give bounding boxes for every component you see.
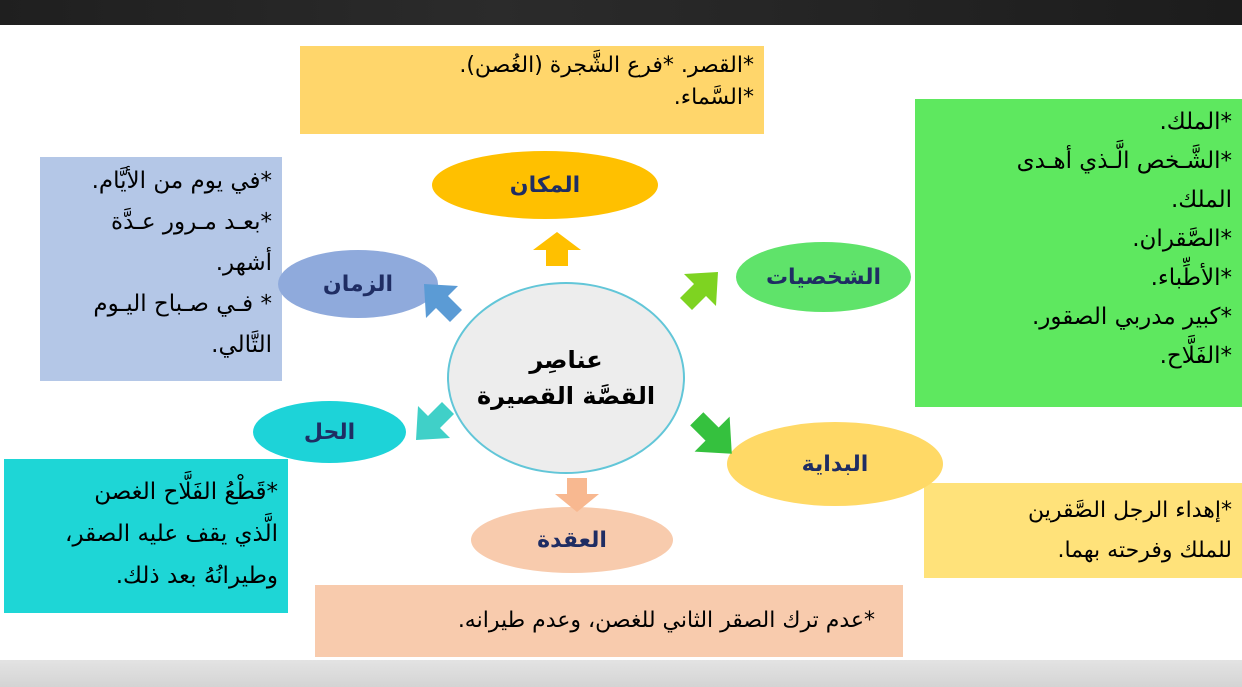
complication-detail-line: *عدم ترك الصقر الثاني للغصن، وعدم طيرانه…: [457, 608, 875, 633]
time-detail-line: *بعـد مـرور عـدَّة: [111, 209, 272, 235]
solution-details-box: *قَطْعُ الفَلَّاح الغصن الَّذي يقف عليه …: [4, 459, 288, 613]
solution-detail-line: وطيرانُهُ بعد ذلك.: [115, 563, 278, 589]
beginning-label: البداية: [801, 451, 869, 477]
time-node: الزمان: [278, 250, 438, 318]
place-node: المكان: [432, 151, 658, 219]
characters-node: الشخصيات: [736, 242, 911, 312]
place-label: المكان: [509, 172, 581, 198]
characters-detail-line: *الملك.: [1159, 109, 1232, 135]
beginning-node: البداية: [727, 422, 943, 506]
arrow-up-icon: [533, 232, 581, 266]
place-detail-line: *السَّماء.: [673, 85, 754, 110]
beginning-details-box: *إهداء الرجل الصَّقرين للملك وفرحته بهما…: [924, 483, 1242, 578]
time-detail-line: * فـي صـباح اليـوم: [93, 291, 272, 317]
central-topic-line: القصَّة القصيرة: [476, 382, 656, 410]
time-label: الزمان: [322, 271, 394, 297]
characters-detail-line: *الشَّـخص الَّـذي أهـدى: [1016, 148, 1232, 174]
arrow-down-left-icon: [416, 402, 454, 440]
characters-detail-line: الملك.: [1170, 187, 1232, 213]
time-detail-line: التَّالي.: [211, 332, 272, 358]
arrow-up-left-icon: [424, 284, 462, 322]
characters-detail-line: *كبير مدربي الصقور.: [1032, 304, 1232, 330]
complication-details-box: *عدم ترك الصقر الثاني للغصن، وعدم طيرانه…: [315, 585, 903, 657]
arrow-down-right-icon: [690, 412, 732, 454]
arrow-up-right-icon: [680, 272, 718, 310]
solution-detail-line: *قَطْعُ الفَلَّاح الغصن: [94, 479, 278, 505]
characters-label: الشخصيات: [765, 264, 882, 290]
solution-detail-line: الَّذي يقف عليه الصقر،: [65, 521, 278, 547]
central-topic-node: عناصِر القصَّة القصيرة: [447, 282, 685, 474]
time-detail-line: *في يوم من الأيَّام.: [91, 168, 272, 194]
characters-details-box: *الملك. *الشَّـخص الَّـذي أهـدى الملك. *…: [915, 99, 1242, 407]
arrow-down-icon: [555, 478, 599, 512]
time-detail-line: أشهر.: [215, 250, 272, 276]
time-details-box: *في يوم من الأيَّام. *بعـد مـرور عـدَّة …: [40, 157, 282, 381]
characters-detail-line: *الأطِّباء.: [1150, 265, 1232, 291]
bottom-bar: [0, 660, 1242, 687]
beginning-detail-line: *إهداء الرجل الصَّقرين: [1028, 498, 1232, 523]
complication-label: العقدة: [537, 527, 607, 553]
characters-detail-line: *الفَلَّاح.: [1159, 343, 1232, 369]
characters-detail-line: *الصَّقران.: [1132, 226, 1232, 252]
solution-node: الحل: [253, 401, 406, 463]
complication-node: العقدة: [471, 507, 673, 573]
top-bar: [0, 0, 1242, 25]
central-topic-line: عناصِر: [529, 346, 603, 374]
beginning-detail-line: للملك وفرحته بهما.: [1057, 538, 1232, 563]
solution-label: الحل: [303, 419, 356, 445]
place-detail-line: *القصر. *فرع الشَّجرة (الغُصن).: [459, 53, 754, 78]
place-details-box: *القصر. *فرع الشَّجرة (الغُصن). *السَّما…: [300, 46, 764, 134]
